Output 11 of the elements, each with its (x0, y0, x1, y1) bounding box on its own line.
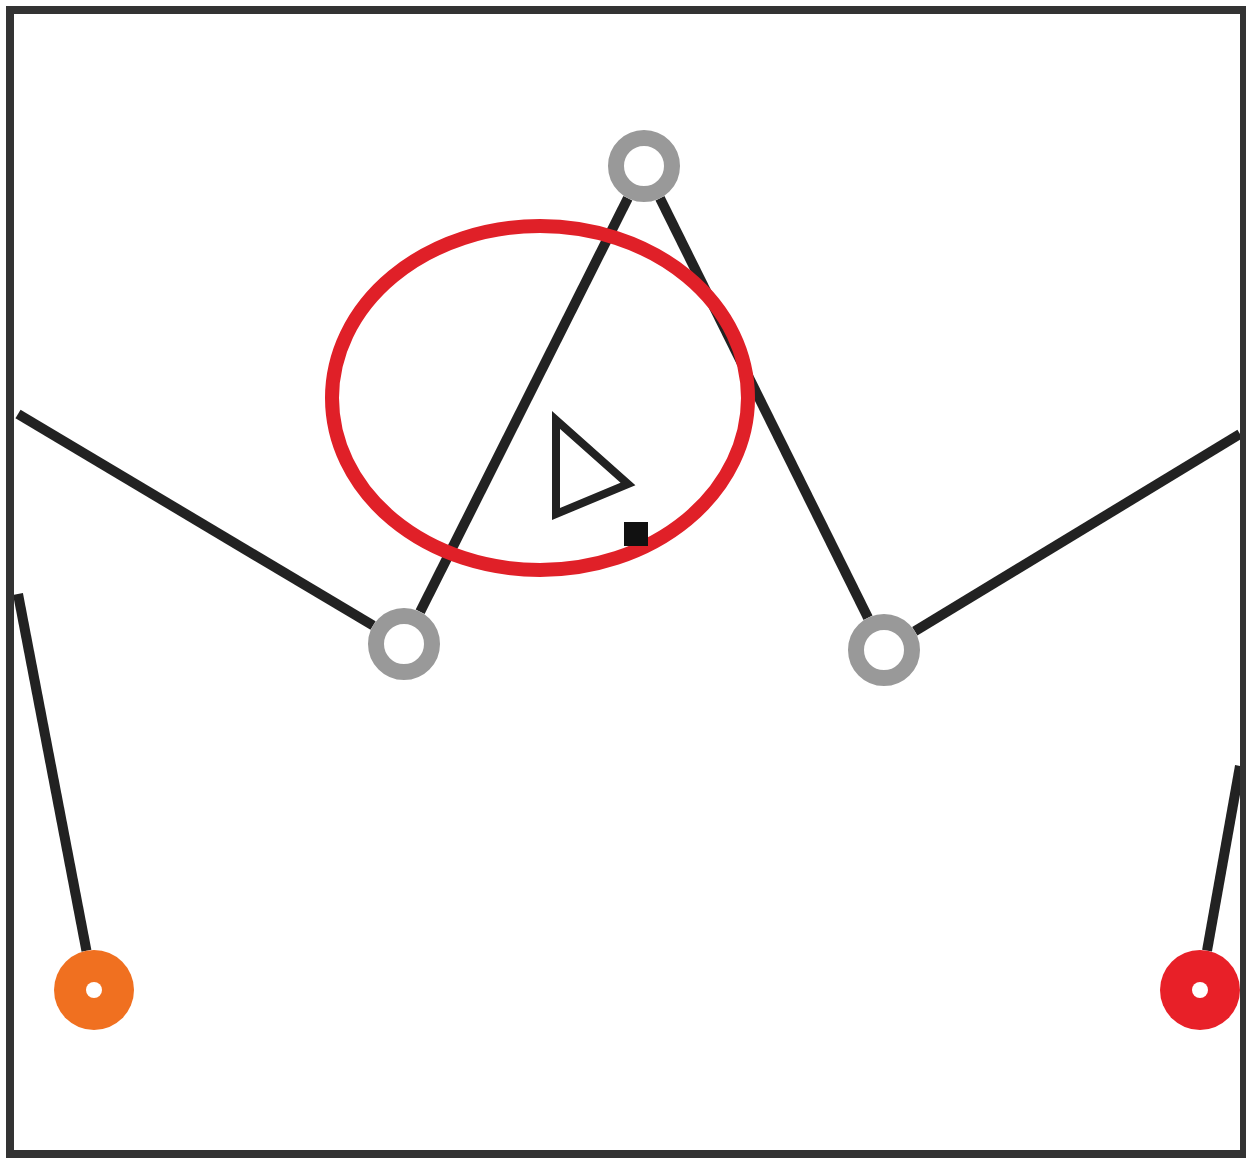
anchor-point (608, 130, 680, 202)
path-segment (655, 196, 873, 620)
anchor-point (1160, 950, 1240, 1030)
anchor-point (54, 950, 134, 1030)
path-segment (912, 429, 1240, 636)
path-segment (415, 195, 633, 615)
path-segment (15, 409, 376, 630)
path-segment (1202, 765, 1240, 952)
anchor-point (368, 608, 440, 680)
path-segment (14, 593, 92, 952)
anchor-point (848, 614, 920, 686)
